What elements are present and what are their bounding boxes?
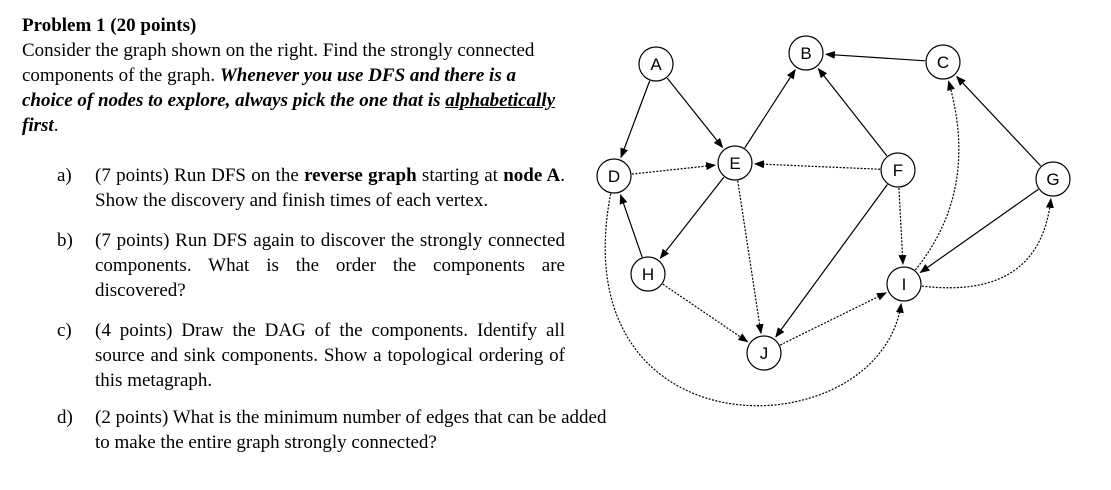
part-d: d) (2 points) What is the minimum number… [57, 405, 622, 455]
node-layer: A B C D E F G H I J [596, 35, 1071, 371]
node-circle [1035, 161, 1071, 197]
graph-node-i: I [886, 266, 922, 302]
edge-e-to-j [737, 180, 764, 335]
edge-g-to-c [956, 75, 1042, 167]
node-circle [886, 266, 922, 302]
edge-j-to-i [779, 292, 887, 346]
part-c-text: (4 points) Draw the DAG of the component… [95, 320, 565, 391]
edge-h-to-d [619, 193, 643, 258]
edge-h-to-j [662, 283, 749, 343]
part-d-text: (2 points) What is the minimum number of… [95, 407, 607, 453]
node-circle [717, 145, 753, 181]
intro-emph-underline: alphabetically [445, 90, 556, 111]
node-circle [925, 44, 961, 80]
part-a-letter: a) [57, 165, 72, 186]
part-a-bold-reverse: reverse graph [304, 165, 417, 186]
part-c-letter: c) [57, 320, 72, 341]
node-circle [880, 152, 916, 188]
part-c: c) (4 points) Draw the DAG of the compon… [57, 318, 622, 393]
edge-f-to-i [898, 187, 907, 266]
edge-e-to-b [744, 68, 796, 149]
part-a: a) (7 points) Run DFS on the reverse gra… [57, 163, 622, 213]
node-label: H [642, 265, 654, 284]
edge-g-to-i [919, 188, 1039, 274]
node-label: G [1046, 170, 1059, 189]
intro-emph-1: Whenever you use DFS and there is a choi… [22, 65, 516, 111]
intro-end: . [53, 115, 59, 136]
graph-node-c: C [925, 44, 961, 80]
problem-text: Problem 1 (20 points) Consider the graph… [22, 14, 622, 455]
part-b-text: (7 points) Run DFS again to discover the… [95, 230, 565, 301]
edge-d-to-i [604, 193, 904, 407]
node-circle [638, 46, 674, 82]
graph-node-g: G [1035, 161, 1071, 197]
intro-emphasis: Whenever you use DFS and there is a choi… [22, 65, 555, 136]
edge-d-to-e [631, 162, 717, 175]
graph-node-e: E [717, 145, 753, 181]
part-a-points: (7 points) Run DFS on the [95, 165, 305, 186]
edge-f-to-e [753, 160, 881, 170]
edge-i-to-c [914, 80, 960, 271]
node-circle [746, 335, 782, 371]
part-a-end: . Show the discovery and finish times of… [95, 165, 565, 211]
graph-node-b: B [788, 35, 824, 71]
edge-layer [604, 50, 1054, 407]
edge-c-to-b [824, 50, 926, 62]
graph-node-d: D [596, 158, 632, 194]
part-a-mid: starting at [416, 165, 504, 186]
node-label: B [800, 44, 811, 63]
node-circle [788, 35, 824, 71]
node-circle [596, 158, 632, 194]
node-label: A [650, 55, 662, 74]
edge-a-to-e [666, 77, 724, 149]
problem-title: Problem 1 (20 points) [22, 15, 197, 36]
edge-f-to-b [817, 67, 888, 157]
node-label: F [893, 161, 903, 180]
edge-f-to-j [775, 184, 888, 338]
edge-i-to-g [921, 197, 1054, 289]
graph-node-f: F [880, 152, 916, 188]
edge-a-to-d [620, 80, 651, 159]
node-circle [630, 256, 666, 292]
part-a-text: (7 points) Run DFS on the reverse graph … [95, 163, 565, 213]
intro-plain: Consider the graph shown on the right. F… [22, 40, 535, 86]
part-d-letter: d) [57, 407, 73, 428]
node-label: C [937, 53, 949, 72]
problem-intro: Consider the graph shown on the right. F… [22, 38, 567, 138]
node-label: E [729, 154, 740, 173]
part-a-bold-node: node A [503, 165, 561, 186]
node-label: J [760, 344, 769, 363]
graph-node-h: H [630, 256, 666, 292]
graph-node-a: A [638, 46, 674, 82]
intro-emph-2: first [22, 115, 54, 136]
edge-e-to-h [659, 176, 725, 260]
node-label: I [902, 275, 907, 294]
node-label: D [608, 167, 620, 186]
part-b: b) (7 points) Run DFS again to discover … [57, 228, 622, 303]
graph-node-j: J [746, 335, 782, 371]
part-b-letter: b) [57, 230, 73, 251]
